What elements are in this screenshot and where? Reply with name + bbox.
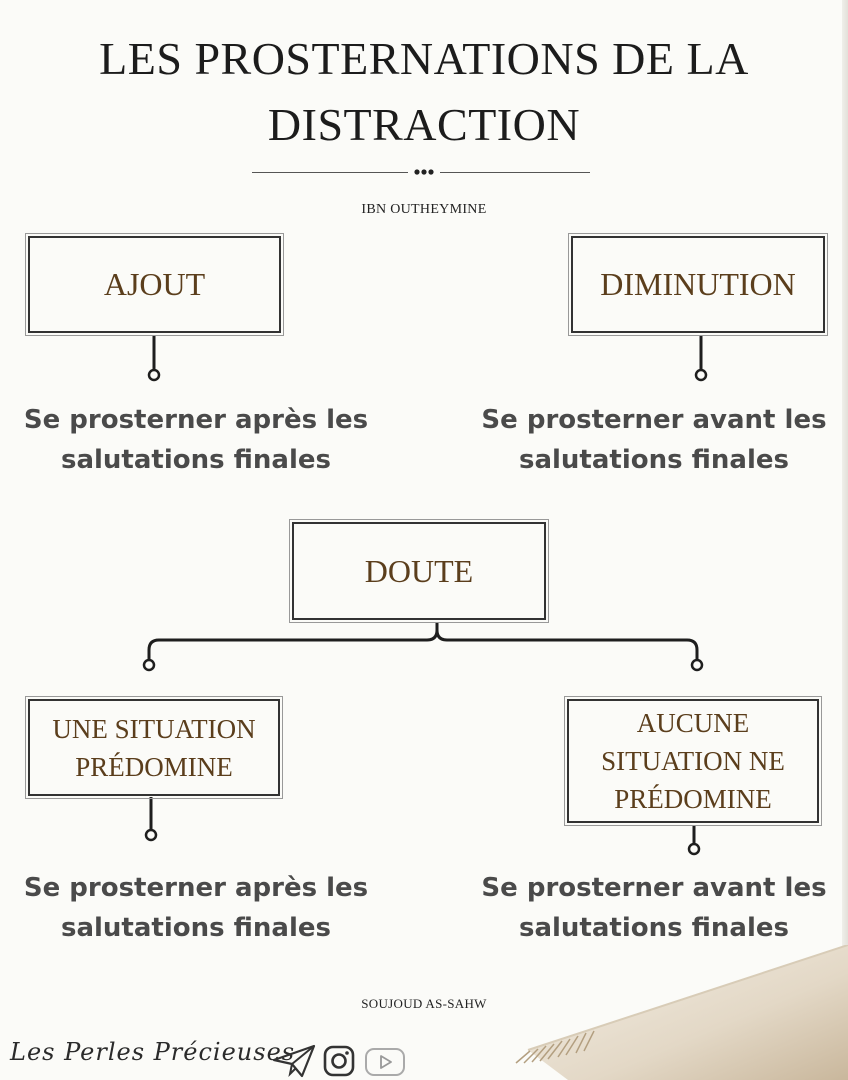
une-situation-label-line-1: UNE SITUATION [52, 713, 256, 744]
brand-logo: Les Perles Précieuses [10, 1038, 296, 1066]
diminution-caption-line-2: salutations finales [518, 445, 789, 475]
aucune-situation-caption-line-1: Se prosterner avant les [481, 873, 827, 903]
title-line-2: DISTRACTION [267, 99, 581, 150]
youtube-icon[interactable] [364, 1047, 406, 1077]
aucune-situation-label-line-1: AUCUNE [636, 708, 750, 738]
ajout-caption: Se prosterner après les salutations fina… [6, 400, 386, 480]
prayer-rug-decoration [515, 945, 848, 1080]
ajout-caption-line-1: Se prosterner après les [23, 405, 369, 435]
page-edge [842, 0, 848, 1080]
aucune-situation-box: AUCUNE SITUATION NE PRÉDOMINE [564, 696, 822, 826]
ajout-caption-line-2: salutations finales [60, 445, 331, 475]
une-situation-caption-line-1: Se prosterner après les [23, 873, 369, 903]
divider-right [440, 172, 590, 173]
ajout-box: AJOUT [25, 233, 284, 336]
une-situation-caption: Se prosterner après les salutations fina… [6, 868, 386, 948]
aucune-situation-caption-line-2: salutations finales [518, 913, 789, 943]
doute-box: DOUTE [289, 519, 549, 623]
diminution-label: DIMINUTION [600, 266, 796, 303]
doute-label: DOUTE [364, 552, 474, 589]
instagram-icon[interactable] [322, 1044, 356, 1078]
divider-left [252, 172, 408, 173]
diminution-caption-line-1: Se prosterner avant les [481, 405, 827, 435]
divider-dots-icon [414, 169, 434, 175]
ajout-label: AJOUT [103, 266, 206, 303]
footer-label: SOUJOUD AS-SAHW [361, 996, 487, 1011]
une-situation-caption-line-2: salutations finales [60, 913, 331, 943]
diminution-caption: Se prosterner avant les salutations fina… [464, 400, 844, 480]
title-line-1: LES PROSTERNATIONS DE LA [99, 33, 749, 84]
aucune-situation-label-line-2: SITUATION NE [601, 746, 785, 776]
author: IBN OUTHEYMINE [361, 202, 487, 217]
paper-plane-icon[interactable] [272, 1044, 316, 1078]
aucune-situation-caption: Se prosterner avant les salutations fina… [464, 868, 844, 948]
diminution-box: DIMINUTION [568, 233, 828, 336]
aucune-situation-label-line-3: PRÉDOMINE [614, 784, 772, 814]
une-situation-label-line-2: PRÉDOMINE [75, 751, 233, 782]
une-situation-box: UNE SITUATION PRÉDOMINE [25, 696, 283, 799]
